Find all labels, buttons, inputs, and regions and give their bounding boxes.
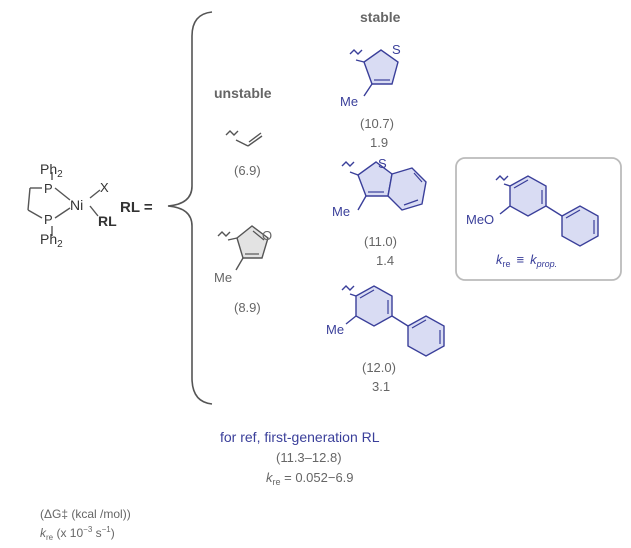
biphenyl-ligand: Me (12.0) 3.1 — [326, 285, 445, 394]
furan-me-label: Me — [214, 270, 232, 285]
vinyl-ligand: (6.9) — [225, 130, 263, 178]
legend-dg-line: (ΔG‡ (kcal /mol)) — [40, 507, 131, 521]
biphenyl-me-label: Me — [326, 322, 344, 337]
benzothiophene-me-label: Me — [332, 204, 350, 219]
biphenyl-k-value: 3.1 — [372, 379, 390, 394]
benzothiophene-dg-value: (11.0) — [364, 234, 397, 249]
curly-brace — [167, 11, 213, 405]
benzothiophene-ligand: S Me (11.0) 1.4 — [332, 156, 427, 268]
x-label: X — [100, 180, 109, 195]
ni-dppe-complex: Ph2 P P Ni X RL Ph2 — [27, 161, 117, 250]
thiophene-heteroatom-label: S — [392, 42, 401, 57]
benzothiophene-k-value: 1.4 — [376, 253, 394, 268]
thiophene-dg-value: (10.7) — [360, 116, 394, 131]
furan-ligand: O Me (8.9) — [214, 225, 272, 315]
thiophene-me-label: Me — [340, 94, 358, 109]
reference-title: for ref, first-generation RL — [220, 429, 380, 445]
biphenyl-dg-value: (12.0) — [362, 360, 396, 375]
unstable-header: unstable — [214, 85, 272, 101]
inset-box: MeO kre≡kprop. — [455, 157, 622, 281]
thiophene-k-value: 1.9 — [370, 135, 388, 150]
ni-label: Ni — [70, 197, 83, 213]
legend-k-line: kre (x 10−3 s−1) — [40, 525, 115, 542]
p-top-label: P — [44, 181, 53, 196]
reference-k-range: kre = 0.052−6.9 — [266, 470, 354, 487]
furan-heteroatom-label: O — [262, 228, 272, 243]
ph2-bottom-label: Ph2 — [40, 231, 63, 250]
rl-complex-label: RL — [98, 213, 117, 229]
p-bottom-label: P — [44, 212, 53, 227]
vinyl-dg-value: (6.9) — [234, 163, 261, 178]
inset-meo-label: MeO — [466, 212, 494, 227]
stable-header: stable — [360, 9, 401, 25]
rl-equals-label: RL = — [120, 199, 153, 216]
ph2-top-label: Ph2 — [40, 161, 63, 180]
inset-kre-equiv-kprop: kre≡kprop. — [496, 252, 557, 269]
benzothiophene-heteroatom-label: S — [378, 156, 387, 171]
furan-dg-value: (8.9) — [234, 300, 261, 315]
thiophene-ligand: S Me (10.7) 1.9 — [340, 42, 401, 150]
reference-dg-range: (11.3–12.8) — [276, 450, 342, 465]
